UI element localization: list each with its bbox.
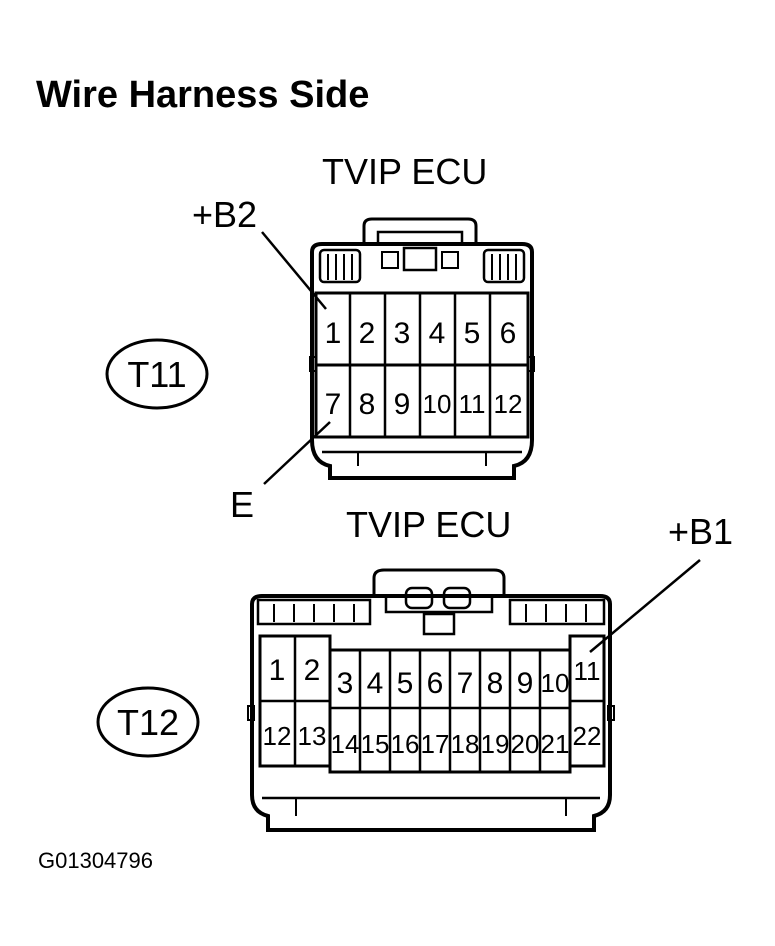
t11-ecu-label: TVIP ECU (322, 151, 487, 192)
t12-pin: 18 (451, 729, 480, 759)
t12-pin: 16 (391, 729, 420, 759)
t12-pin: 9 (517, 667, 534, 700)
t12-pin: 7 (457, 667, 474, 700)
t11-pin: 7 (325, 388, 342, 421)
t11-pins-bottom: 7 8 9 10 11 12 (325, 388, 523, 421)
t12-pin: 13 (298, 721, 327, 751)
t11-pin: 5 (464, 317, 481, 350)
t12-pin: 5 (397, 667, 414, 700)
t12-pin: 1 (269, 654, 286, 687)
figure-code: G01304796 (38, 848, 153, 873)
connector-t12 (247, 568, 615, 832)
t12-pin: 20 (511, 729, 540, 759)
t11-pin: 9 (394, 388, 411, 421)
t12-pin: 17 (421, 729, 450, 759)
t12-pin: 8 (487, 667, 504, 700)
page-title: Wire Harness Side (36, 74, 369, 116)
t12-badge: T12 (96, 686, 200, 758)
t11-pin: 1 (325, 317, 342, 350)
callout-b1-leader (589, 559, 701, 653)
t11-pins-top: 1 2 3 4 5 6 (325, 317, 517, 350)
t12-connector-code: T12 (117, 702, 179, 743)
t12-pin: 21 (541, 729, 570, 759)
callout-b2-leader (261, 231, 327, 310)
t12-pin: 14 (331, 729, 360, 759)
t11-pin: 3 (394, 317, 411, 350)
t11-badge: T11 (105, 338, 209, 410)
t12-ecu-label: TVIP ECU (346, 504, 511, 545)
t12-pin: 6 (427, 667, 444, 700)
t11-pin: 6 (500, 317, 517, 350)
t12-pin: 3 (337, 667, 354, 700)
t11-pin: 10 (423, 389, 452, 419)
t12-pin: 15 (361, 729, 390, 759)
t11-pin: 12 (494, 389, 523, 419)
t12-pin: 19 (481, 729, 510, 759)
t11-pin: 11 (459, 389, 486, 419)
t12-pins-top: 1 2 3 4 5 6 7 8 9 10 11 (269, 654, 601, 700)
t12-pin: 2 (304, 654, 321, 687)
t12-pin: 10 (541, 668, 570, 698)
t11-pin: 2 (359, 317, 376, 350)
t12-pin: 22 (573, 721, 602, 751)
t12-pin: 4 (367, 667, 384, 700)
t11-connector-code: T11 (127, 354, 186, 395)
t12-pins-bottom: 12 13 14 15 16 17 18 19 20 21 22 (263, 721, 602, 759)
connector-t11 (309, 217, 535, 480)
callout-e: E (230, 484, 254, 525)
t12-pin: 12 (263, 721, 292, 751)
t12-pin: 11 (574, 656, 601, 686)
callout-e-leader (263, 421, 331, 485)
t11-pin: 8 (359, 388, 376, 421)
t11-pin: 4 (429, 317, 446, 350)
callout-b2: +B2 (192, 194, 257, 235)
callout-b1: +B1 (668, 511, 733, 552)
